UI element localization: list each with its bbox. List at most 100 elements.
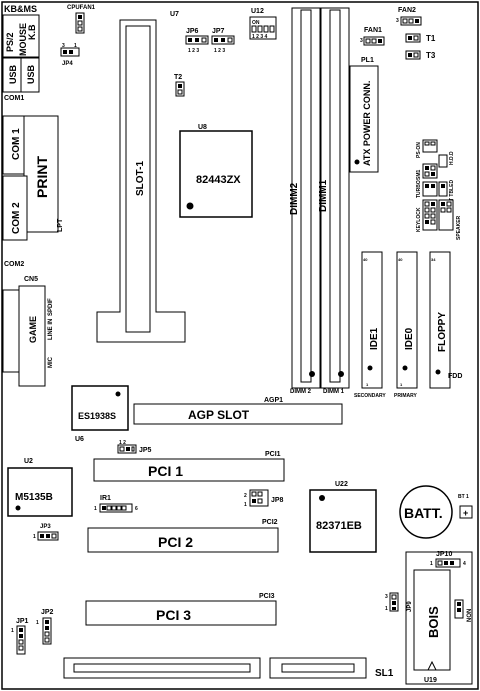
linein-label: LINE IN <box>48 319 54 340</box>
game-label: GAME <box>28 316 38 343</box>
pci1-label: PCI1 <box>265 451 281 458</box>
bios-chip <box>413 569 451 671</box>
svg-text:1: 1 <box>11 628 14 634</box>
primary-label: PRIMARY <box>394 393 418 399</box>
pci3-label: PCI3 <box>259 593 275 600</box>
jp5-label: JP5 <box>139 447 152 454</box>
lpt-label: LPT <box>57 218 64 232</box>
u2-label: U2 <box>24 458 33 465</box>
pci2-slot <box>87 527 279 553</box>
svg-text:1 2 3 4: 1 2 3 4 <box>252 34 268 40</box>
svg-text:1: 1 <box>430 561 433 567</box>
cpufan-label: CPUFAN1 <box>67 5 96 11</box>
com1-top-label: COM1 <box>4 95 24 102</box>
svg-text:4: 4 <box>463 561 466 567</box>
com2-label: COM 2 <box>11 202 22 234</box>
svg-text:3: 3 <box>360 38 363 44</box>
northbridge-chip <box>179 130 253 218</box>
sl1-label: SL1 <box>375 668 394 679</box>
jp2-label: JP2 <box>41 609 54 616</box>
bios-area <box>405 551 473 685</box>
ps-on-label: PS-ON <box>416 142 422 158</box>
t3-label: T3 <box>426 51 436 60</box>
keylock-label: KEYLOCK <box>416 207 422 232</box>
svg-text:1: 1 <box>366 382 369 387</box>
floppy-connector <box>429 251 451 389</box>
svg-text:1: 1 <box>74 43 77 49</box>
on-label: ON <box>252 20 260 26</box>
print-label: PRINT <box>34 156 50 198</box>
agp1-label: AGP1 <box>264 397 283 404</box>
print-connector <box>23 115 59 233</box>
hdd-header <box>438 154 448 168</box>
audio-jacks <box>2 289 22 373</box>
pci1-slot <box>93 458 285 482</box>
jp8-label: JP8 <box>271 497 284 504</box>
batt-label: BATT. <box>404 505 443 521</box>
usb2-label: USB <box>26 64 36 84</box>
bios-label: BOIS <box>426 606 441 638</box>
chip-82371-label: 82371EB <box>316 520 362 532</box>
svg-text:1: 1 <box>385 606 388 612</box>
t1-label: T1 <box>426 34 436 43</box>
non-label: NON <box>467 609 473 622</box>
battery <box>399 485 453 539</box>
dimm2-label: DIMM2 <box>289 182 300 215</box>
kb-label: K.B <box>27 24 37 40</box>
t1-connector <box>405 33 421 43</box>
svg-text:6: 6 <box>135 506 138 512</box>
fan1-label: FAN1 <box>364 27 382 34</box>
dimm1-label: DIMM1 <box>318 179 329 212</box>
hdd-label: H.D.D <box>449 151 455 165</box>
ide1-connector <box>361 251 383 389</box>
jp1-label: JP1 <box>16 618 29 625</box>
usb1-label: USB <box>8 64 18 84</box>
jp2-jumper <box>42 617 52 645</box>
ide0-label: IDE0 <box>404 327 415 350</box>
ide1-label: IDE1 <box>369 327 380 350</box>
ps2-label: PS/2 <box>5 32 15 52</box>
ps2-connector <box>2 14 40 58</box>
pci1-slot-label: PCI 1 <box>148 463 183 479</box>
agp-slot-label: AGP SLOT <box>188 408 250 422</box>
u8-label: U8 <box>198 124 207 131</box>
svg-text:34: 34 <box>431 257 436 262</box>
svg-text:1: 1 <box>36 620 39 626</box>
pci2-slot-label: PCI 2 <box>158 534 193 550</box>
svg-text:3: 3 <box>62 43 65 49</box>
svg-text:1: 1 <box>33 534 36 540</box>
chip-82443-label: 82443ZX <box>196 174 241 186</box>
pl1-label: PL1 <box>361 57 374 64</box>
agp-slot <box>133 403 343 425</box>
bt1-label: BT 1 <box>458 494 469 500</box>
dimm2-bottom-label: DIMM 2 <box>290 389 312 395</box>
u12-label: U12 <box>251 8 264 15</box>
pci2-label: PCI2 <box>262 519 278 526</box>
m5135b-label: M5135B <box>15 492 53 503</box>
speaker-label: SPEAKER <box>456 215 462 240</box>
slot1-label: SLOT-1 <box>135 161 146 196</box>
sm1-label: SM1 <box>416 170 422 181</box>
atx-power-connector <box>349 65 379 173</box>
svg-text:40: 40 <box>363 257 368 262</box>
jp4-label: JP4 <box>62 61 73 67</box>
svg-text:3: 3 <box>396 18 399 24</box>
pci3-slot-label: PCI 3 <box>156 607 191 623</box>
svg-text:1 2 3: 1 2 3 <box>188 48 199 54</box>
t2-label: T2 <box>174 74 182 81</box>
svg-text:2: 2 <box>244 493 247 499</box>
turbo-label: TURBO <box>416 180 422 198</box>
svg-text:+: + <box>463 508 468 518</box>
ir1-label: IR1 <box>100 495 111 502</box>
mouse-label: MOUSE <box>18 23 28 56</box>
battery-plus <box>459 505 473 519</box>
dimm1-bottom-label: DIMM 1 <box>323 389 345 395</box>
jp9-label: JP9 <box>407 601 413 612</box>
u7-label: U7 <box>170 11 179 18</box>
jp3-label: JP3 <box>40 524 51 530</box>
fdd-label: FDD <box>448 373 462 380</box>
jp7-label: JP7 <box>212 28 225 35</box>
t3-connector <box>405 50 421 60</box>
com2-connector <box>2 175 28 241</box>
